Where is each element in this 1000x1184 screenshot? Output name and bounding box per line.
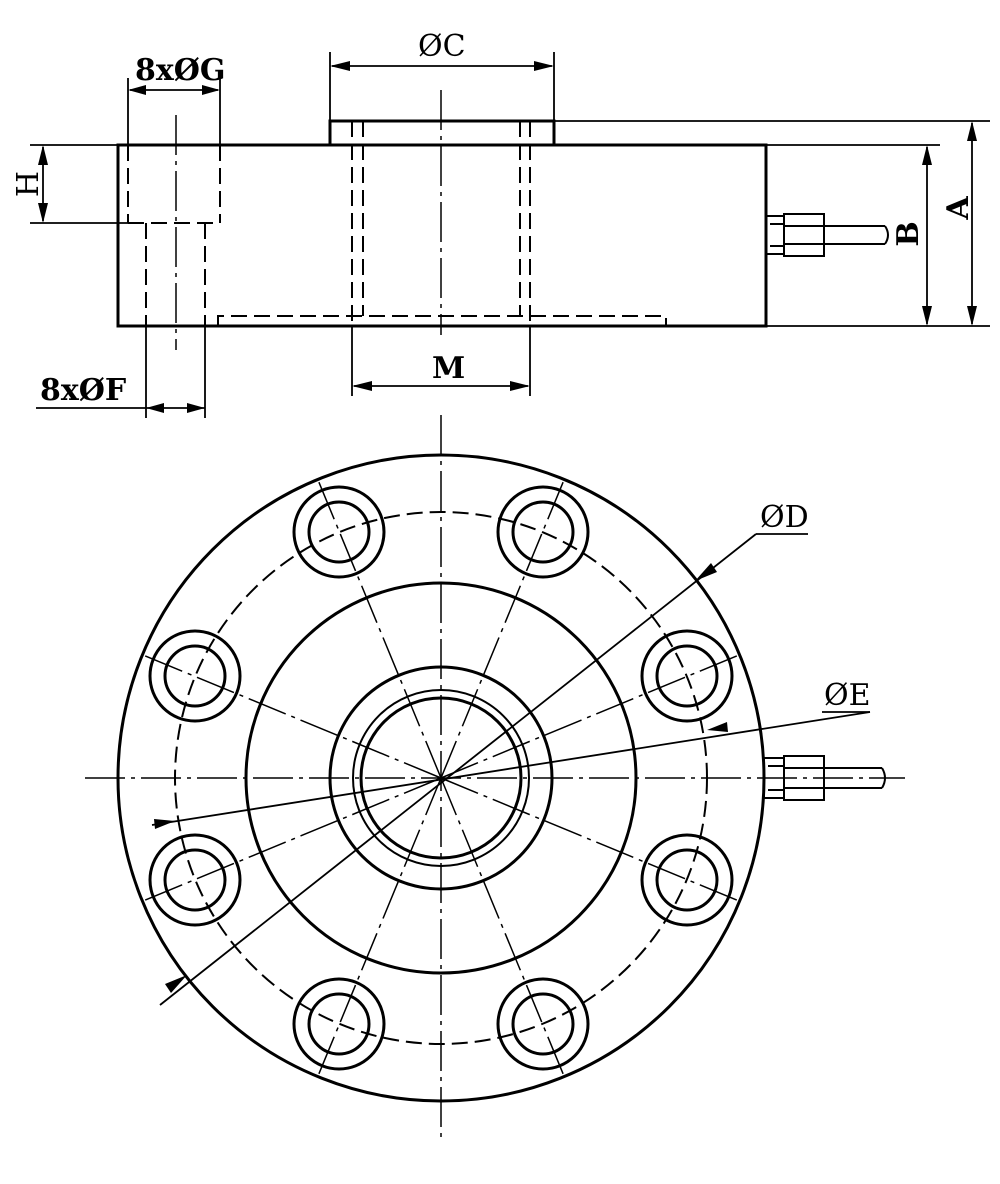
f-holes-label: 8xØF — [40, 373, 126, 408]
top-view: ØD ØE — [85, 415, 905, 1140]
radial-lines — [142, 479, 740, 1077]
g-holes-label: 8xØG — [135, 53, 226, 88]
phi-c-label: ØC — [418, 29, 466, 64]
bolt-circle — [174, 511, 708, 1045]
boss-outer-circle — [328, 665, 554, 891]
phi-d-leader — [159, 533, 757, 1006]
phi-e-label: ØE — [824, 678, 871, 713]
bottom-recess-hidden — [217, 315, 667, 326]
bolt-holes — [148, 485, 734, 1071]
phi-d-label: ØD — [760, 500, 809, 535]
a-label: A — [941, 196, 976, 221]
thread-major-circle — [352, 689, 530, 867]
h-label: H — [11, 171, 46, 197]
body-outline — [116, 143, 768, 328]
inner-body-circle — [244, 581, 638, 975]
b-label: B — [891, 221, 926, 246]
cable-gland — [783, 213, 825, 257]
phi-e-leader — [151, 711, 871, 826]
top-boss — [328, 119, 556, 147]
cable-nut — [765, 215, 785, 255]
cable-gland-top — [783, 755, 825, 801]
thread-minor-circle — [359, 696, 523, 860]
m-label: M — [432, 351, 465, 386]
side-view: ØC 8xØG H 8xØF M B — [11, 29, 990, 418]
